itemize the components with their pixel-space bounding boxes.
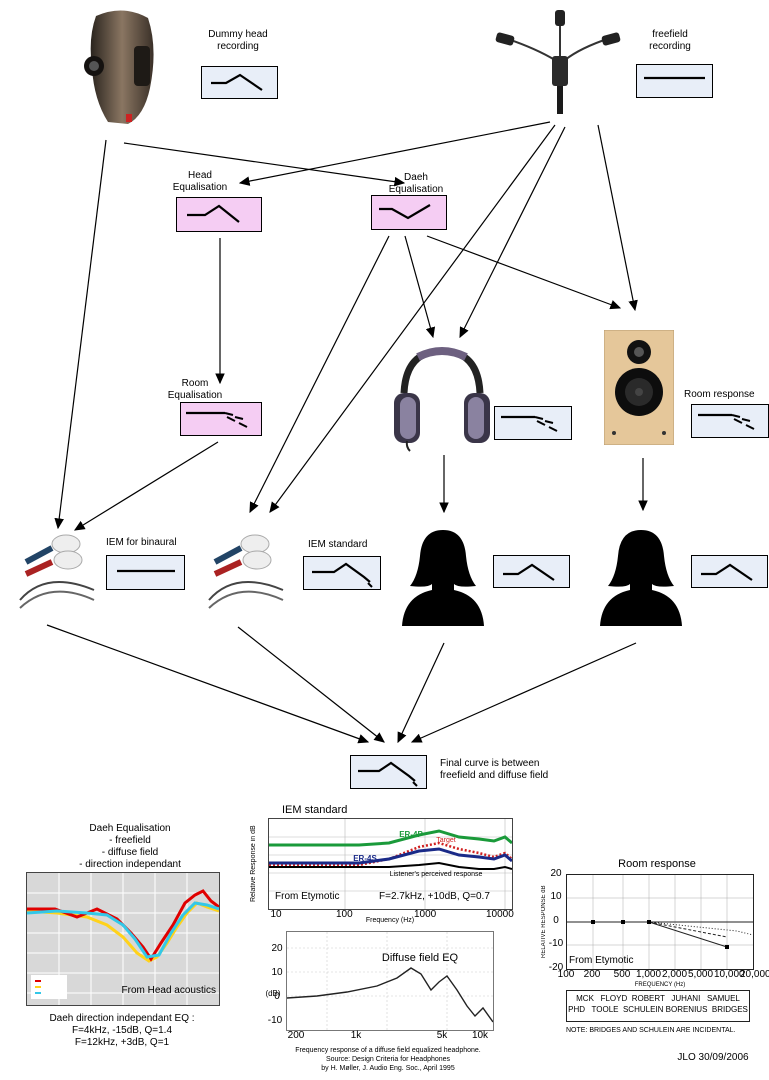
iem-standard-image (205, 530, 287, 612)
diffuse-ytick: 10 (271, 967, 283, 978)
room-note: NOTE: BRIDGES AND SCHULEIN ARE INCIDENTA… (566, 1027, 736, 1034)
dummy-head-image (78, 8, 168, 128)
room-yticks: 20 10 0 -10 -20 (548, 866, 566, 976)
room-xtick: 1,000 (636, 969, 662, 980)
iem-xtick: 10000 (486, 909, 514, 920)
head-eq-curve (176, 197, 262, 232)
room-eq-curve (180, 402, 262, 436)
room-xlabel: FREQUENCY (Hz) (634, 982, 686, 988)
iem-xtick: 100 (336, 909, 353, 920)
room-ytick: -20 (548, 962, 564, 973)
daeh-panel-caption: Daeh direction independant EQ : F=4kHz, … (49, 1013, 195, 1048)
room-response-curve (691, 404, 769, 438)
diffuse-xticks: 200 1k 5k 10k (286, 1030, 492, 1041)
room-response-plot: From Etymotic (566, 874, 754, 970)
iem-xtick: 10 (270, 909, 282, 920)
iem-series-perceived: Listener's perceived response (389, 871, 483, 878)
room-legend-bottom: PHD TOOLE SCHULEIN BORENIUS BRIDGES (568, 1005, 748, 1014)
room-xtick: 200 (583, 969, 601, 980)
room-panel-source: From Etymotic (569, 955, 634, 966)
diffuse-yticks: 20 10 0 -10 (262, 935, 284, 1029)
diffuse-xtick: 200 (287, 1030, 305, 1041)
room-xtick: 5,000 (688, 969, 714, 980)
room-xtick: 500 (613, 969, 631, 980)
iem-binaural-curve (106, 555, 185, 590)
room-xticks: 100 200 500 1,000 2,000 5,000 10,000 20,… (556, 969, 769, 980)
iem-panel-title: IEM standard (282, 804, 348, 816)
room-legend: MCK FLOYD ROBERT JUHANI SAMUEL PHD TOOLE… (566, 990, 750, 1022)
daeh-eq-plot: From Head acoustics (26, 872, 220, 1006)
iem-standard-plot: ER-4P Target ER-4S Listener's perceived … (268, 818, 513, 910)
iem-xlabel: Frequency (Hz) (365, 917, 415, 924)
dummy-head-curve (201, 66, 278, 99)
iem-panel-params: F=2.7kHz, +10dB, Q=0.7 (379, 891, 490, 902)
iem-standard-label: IEM standard (308, 539, 368, 550)
room-panel-title: Room response (618, 858, 696, 870)
headphones-image (392, 345, 492, 453)
room-xtick: 100 (557, 969, 575, 980)
listener-headphones-curve (493, 555, 570, 588)
room-legend-top: MCK FLOYD ROBERT JUHANI SAMUEL (576, 994, 740, 1003)
diffuse-ylabel: (dB) (265, 989, 281, 998)
room-eq-label: Room Equalisation (167, 378, 223, 401)
diffuse-ytick: 0 (274, 991, 280, 1002)
listener-speaker-curve (691, 555, 768, 588)
headphones-curve (494, 406, 572, 440)
daeh-eq-curve (371, 195, 447, 230)
room-ytick: 0 (553, 915, 559, 926)
iem-series-er4s: ER-4S (353, 854, 377, 863)
diffuse-ytick: 20 (271, 943, 283, 954)
room-xtick: 20,000 (740, 969, 769, 980)
freefield-microphone-image (490, 8, 640, 118)
diffuse-xtick: 10k (471, 1030, 489, 1041)
iem-binaural-label: IEM for binaural (106, 537, 177, 548)
iem-xticks: 10 100 1000 10000 (268, 909, 514, 920)
daeh-eq-label: Daeh Equalisation (388, 172, 444, 195)
iem-panel-source: From Etymotic (275, 891, 340, 902)
iem-standard-curve (303, 556, 381, 590)
diffuse-panel-caption: Frequency response of a diffuse field eq… (295, 1047, 481, 1072)
listener-silhouette-speaker (596, 528, 686, 626)
listener-silhouette-headphones (398, 528, 488, 626)
diffuse-eq-plot: Diffuse field EQ (286, 931, 494, 1031)
signature: JLO 30/09/2006 (677, 1052, 749, 1063)
iem-ylabel: Relative Response in dB (250, 825, 257, 903)
diffuse-ytick: -10 (267, 1015, 283, 1026)
room-xtick: 10,000 (714, 969, 745, 980)
freefield-curve (636, 64, 713, 98)
final-curve (350, 755, 427, 789)
room-xtick: 2,000 (662, 969, 688, 980)
diffuse-xtick: 5k (436, 1030, 448, 1041)
iem-binaural-image (16, 530, 98, 612)
room-ytick: 20 (550, 868, 562, 879)
head-eq-label: Head Equalisation (172, 170, 228, 193)
iem-series-er4p: ER-4P (399, 830, 423, 839)
diffuse-panel-title: Diffuse field EQ (381, 952, 459, 964)
speaker-image (603, 329, 675, 446)
daeh-panel-title: Daeh Equalisation - freefield - diffuse … (79, 823, 181, 870)
room-ytick: -10 (548, 938, 564, 949)
freefield-label: freefield recording (649, 29, 691, 52)
final-curve-label: Final curve is between freefield and dif… (440, 758, 549, 781)
iem-xtick: 1000 (414, 909, 437, 920)
room-ytick: 10 (550, 891, 562, 902)
diffuse-xtick: 1k (350, 1030, 362, 1041)
daeh-panel-source: From Head acoustics (121, 985, 216, 996)
iem-series-target: Target (436, 837, 456, 844)
room-response-label: Room response (684, 389, 755, 400)
dummy-head-label: Dummy head recording (208, 29, 268, 52)
